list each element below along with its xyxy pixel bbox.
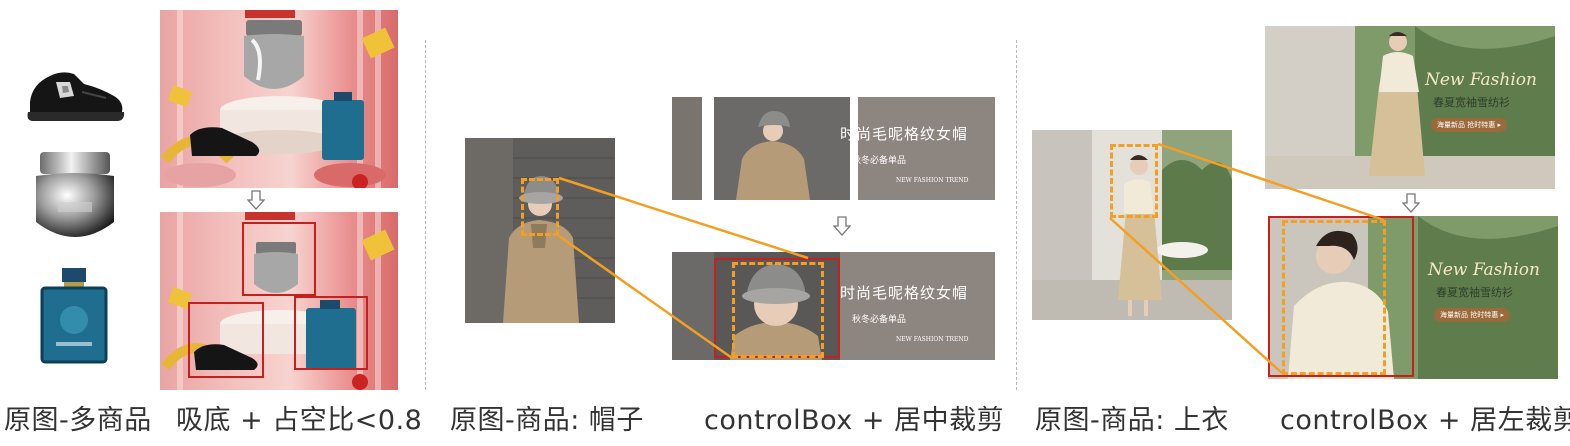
orange-dashed-control-box — [1110, 144, 1158, 218]
banner-top-left-crop: New Fashion 春夏宽袖雪纺衫 海量新品 抢时特惠 ▸ — [1268, 216, 1558, 379]
photo-original-hat — [447, 138, 644, 323]
red-bounding-box — [188, 302, 264, 378]
orange-dashed-control-box — [1282, 220, 1386, 375]
red-bounding-box — [242, 222, 316, 296]
perfume-bottle-product-image — [40, 268, 108, 364]
caption-original-top: 原图-商品: 上衣 — [1035, 405, 1229, 436]
caption-original-hat: 原图-商品: 帽子 — [450, 405, 644, 436]
banner-hat-center-crop: 时尚毛呢格纹女帽 秋冬必备单品 NEW FASHION TREND — [672, 252, 995, 360]
banner-hat-tagline: NEW FASHION TREND — [896, 177, 969, 184]
cream-jar-product-image — [36, 152, 114, 237]
section-divider — [425, 40, 426, 390]
banner-hat-tagline: NEW FASHION TREND — [896, 336, 969, 343]
sneaker-product-image — [27, 72, 125, 121]
caption-center-crop: controlBox + 居中裁剪 — [704, 405, 1005, 436]
red-bounding-box — [294, 296, 368, 370]
caption-bottom-aligned: 吸底 + 占空比<0.8 — [176, 405, 423, 436]
banner-top-headline: New Fashion — [1425, 70, 1537, 90]
photo-original-top — [1032, 130, 1232, 320]
banner-hat-subtitle: 秋冬必备单品 — [852, 315, 907, 325]
down-arrow-icon — [247, 190, 265, 210]
banner-top-title: 春夏宽袖雪纺衫 — [1433, 96, 1510, 109]
banner-multi-product-original — [160, 10, 398, 188]
banner-top-original: New Fashion 春夏宽袖雪纺衫 海量新品 抢时特惠 ▸ — [1265, 26, 1555, 189]
banner-hat-original: 时尚毛呢格纹女帽 秋冬必备单品 NEW FASHION TREND — [672, 97, 995, 200]
down-arrow-icon — [1402, 193, 1420, 213]
down-arrow-icon — [833, 216, 851, 236]
caption-original-multi-product: 原图-多商品 — [4, 405, 152, 436]
banner-hat-subtitle: 秋冬必备单品 — [852, 156, 907, 166]
banner-top-headline: New Fashion — [1428, 260, 1540, 280]
orange-dashed-control-box — [521, 178, 559, 236]
banner-multi-product-bottom-aligned — [160, 212, 398, 390]
banner-top-cta: 海量新品 抢时特惠 ▸ — [1431, 118, 1507, 132]
orange-dashed-control-box — [732, 262, 824, 358]
banner-hat-title: 时尚毛呢格纹女帽 — [840, 125, 969, 143]
banner-top-cta: 海量新品 抢时特惠 ▸ — [1434, 308, 1510, 322]
caption-left-crop: controlBox + 居左裁剪 — [1280, 405, 1570, 436]
banner-hat-title: 时尚毛呢格纹女帽 — [840, 284, 969, 302]
section-divider — [1016, 40, 1017, 390]
banner-top-title: 春夏宽袖雪纺衫 — [1436, 286, 1513, 299]
